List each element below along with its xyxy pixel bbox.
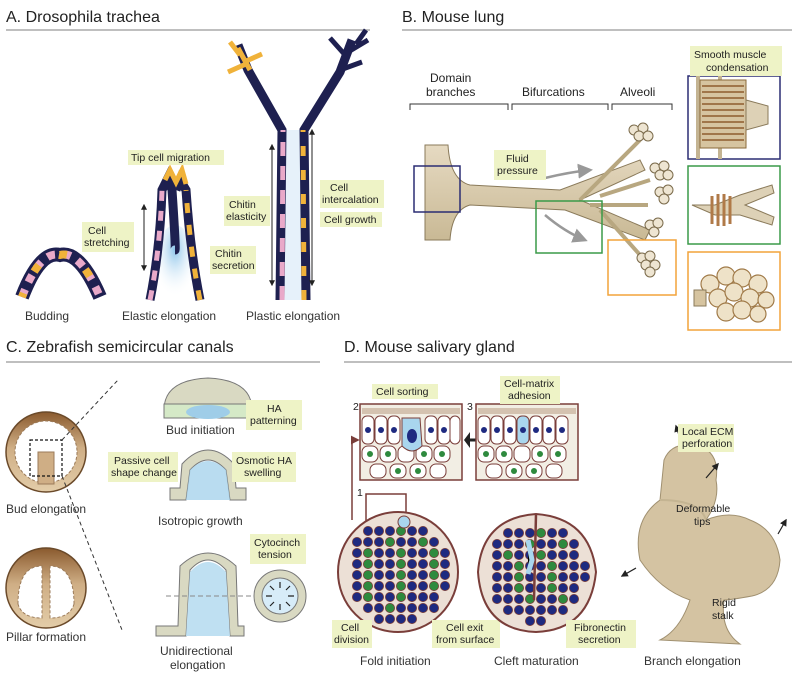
caption-pillar: Pillar formation <box>6 630 86 644</box>
branch-elongation-sketch <box>637 444 781 645</box>
caption-unidir-2: elongation <box>170 658 225 672</box>
label-chitin-secretion-1: Chitin <box>215 248 242 260</box>
label-smooth-1: Smooth muscle <box>694 49 767 61</box>
label-passive-1: Passive cell <box>114 455 169 467</box>
panel-c: C. Zebrafish semicircular canals Bud elo… <box>5 339 320 672</box>
label-num-3: 3 <box>467 401 473 413</box>
label-chitin-elasticity-1: Chitin <box>229 199 256 211</box>
label-cell-intercalation-1: Cell <box>330 182 348 194</box>
bud-initiation-sketch <box>163 377 253 419</box>
panel-c-title: C. Zebrafish semicircular canals <box>6 339 234 356</box>
panel-b: B. Mouse lung Domain branches Bifurcatio… <box>402 9 792 331</box>
label-ha-2: patterning <box>250 415 297 427</box>
label-ha-1: HA <box>267 403 282 415</box>
header-domain-2: branches <box>426 85 475 99</box>
label-tip-cell-migration: Tip cell migration <box>131 152 210 164</box>
panel-b-title: B. Mouse lung <box>402 9 504 26</box>
panel-d: D. Mouse salivary gland 2 Cell sorting <box>332 339 792 668</box>
label-smooth-2: condensation <box>706 62 769 74</box>
label-exit-2: from surface <box>436 634 495 646</box>
label-cell-stretching-1: Cell <box>88 225 106 237</box>
pillar-formation-sketch <box>5 547 87 629</box>
label-chitin-elasticity-2: elasticity <box>226 211 267 223</box>
inset-cell-matrix <box>475 403 579 481</box>
caption-branch: Branch elongation <box>644 654 741 668</box>
label-exit-1: Cell exit <box>446 622 483 634</box>
alveoli-clusters <box>628 122 674 278</box>
label-matrix-1: Cell-matrix <box>504 378 555 390</box>
inset-cell-sorting <box>359 403 463 481</box>
label-division-1: Cell <box>341 622 359 634</box>
label-ecm-2: perforation <box>682 438 732 450</box>
box-domain <box>413 165 461 213</box>
caption-bud-initiation: Bud initiation <box>166 423 235 437</box>
label-cell-growth: Cell growth <box>324 214 377 226</box>
panel-a-title: A. Drosophila trachea <box>6 9 160 26</box>
label-division-2: division <box>334 634 369 646</box>
box-alveoli <box>607 239 677 296</box>
header-bifurcations: Bifurcations <box>522 85 585 99</box>
label-deform-2: tips <box>694 516 710 528</box>
header-domain-1: Domain <box>430 71 471 85</box>
label-passive-2: shape change <box>111 467 177 479</box>
label-fibro-1: Fibronectin <box>574 622 626 634</box>
label-fluid-1: Fluid <box>506 153 529 165</box>
caption-fold: Fold initiation <box>360 654 431 668</box>
caption-elastic: Elastic elongation <box>122 309 216 323</box>
label-ecm-1: Local ECM <box>682 426 733 438</box>
caption-plastic: Plastic elongation <box>246 309 340 323</box>
label-osmotic-2: swelling <box>244 467 282 479</box>
label-num-1: 1 <box>357 487 363 499</box>
isotropic-growth-sketch <box>169 449 247 501</box>
lung-tree <box>424 138 651 257</box>
plastic-elongation-sketch <box>226 28 370 301</box>
unidirectional-elongation-sketch <box>155 552 307 637</box>
label-cell-stretching-2: stretching <box>84 237 130 249</box>
caption-unidir-1: Unidirectional <box>160 644 233 658</box>
label-num-2: 2 <box>353 401 359 413</box>
fold-initiation-sketch <box>337 511 459 633</box>
label-deform-1: Deformable <box>676 503 730 515</box>
panel-d-title: D. Mouse salivary gland <box>344 339 515 356</box>
label-osmotic-1: Osmotic HA <box>236 455 292 467</box>
label-cytocinch-1: Cytocinch <box>254 537 300 549</box>
label-fibro-2: secretion <box>578 634 621 646</box>
label-cytocinch-2: tension <box>258 549 292 561</box>
panel-a: A. Drosophila trachea Budding Tip cell m… <box>6 9 384 323</box>
caption-cleft: Cleft maturation <box>494 654 579 668</box>
bud-elongation-sketch <box>5 411 87 493</box>
elastic-elongation-sketch <box>141 163 205 305</box>
label-chitin-secretion-2: secretion <box>212 260 255 272</box>
label-rigid-1: Rigid <box>712 597 736 609</box>
caption-budding: Budding <box>25 309 69 323</box>
label-cell-sorting: Cell sorting <box>376 386 429 398</box>
cleft-maturation-sketch <box>476 512 598 634</box>
label-cell-intercalation-2: intercalation <box>322 194 379 206</box>
label-matrix-2: adhesion <box>508 390 551 402</box>
header-alveoli: Alveoli <box>620 85 655 99</box>
caption-isotropic: Isotropic growth <box>158 514 243 528</box>
label-fluid-2: pressure <box>497 165 538 177</box>
label-rigid-2: stalk <box>712 610 734 622</box>
caption-bud-elongation: Bud elongation <box>6 502 86 516</box>
budding-sketch <box>15 247 107 300</box>
box-bifurcation <box>535 200 603 254</box>
